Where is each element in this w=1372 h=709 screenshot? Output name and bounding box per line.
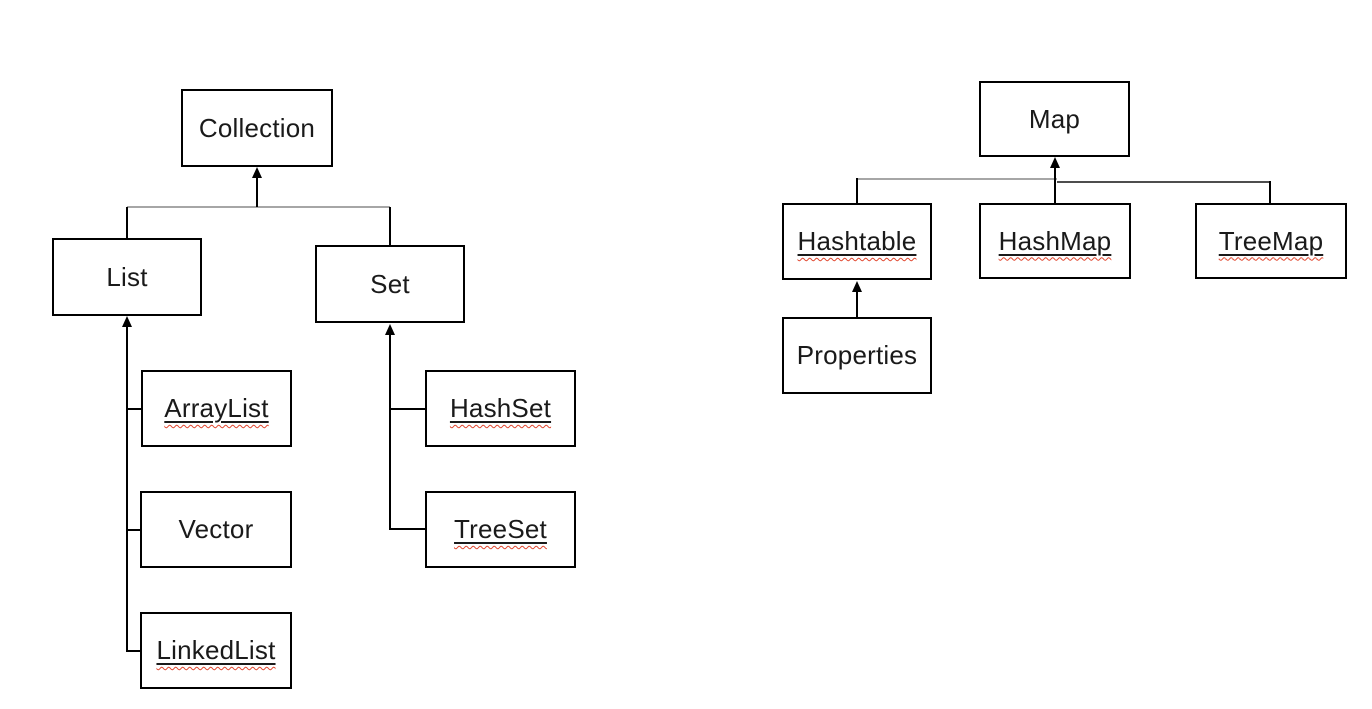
node-hashtable-label: Hashtable bbox=[798, 226, 917, 257]
connector-map-bus-right bbox=[1057, 181, 1271, 183]
node-linkedlist-text: LinkedList bbox=[156, 635, 276, 665]
arrowhead-to-hashtable bbox=[852, 281, 862, 292]
arrowhead-to-collection bbox=[252, 167, 262, 178]
node-hashset-text: HashSet bbox=[449, 393, 552, 423]
node-hashmap-text: HashMap bbox=[998, 225, 1112, 256]
connector-collection-arrow-shaft bbox=[256, 178, 258, 207]
connector-list-children-trunk bbox=[126, 327, 128, 652]
connector-trunk-to-linkedlist bbox=[127, 650, 140, 652]
node-list-label: List bbox=[106, 261, 148, 292]
connector-properties-to-hashtable bbox=[856, 292, 858, 317]
connector-trunk-to-treeset bbox=[390, 528, 425, 530]
connector-trunk-to-vector bbox=[127, 529, 140, 531]
connector-set-children-trunk bbox=[389, 335, 391, 530]
arrowhead-to-set bbox=[385, 324, 395, 335]
node-linkedlist-label: LinkedList bbox=[156, 635, 275, 666]
arrowhead-to-list bbox=[122, 316, 132, 327]
node-map-label: Map bbox=[1028, 103, 1081, 134]
node-hashtable-text: Hashtable bbox=[797, 226, 917, 256]
node-treeset-text: TreeSet bbox=[454, 514, 547, 544]
connector-bus-to-list bbox=[126, 207, 128, 238]
connector-trunk-to-hashset bbox=[390, 408, 425, 410]
node-arraylist-label: ArrayList bbox=[164, 393, 268, 424]
connector-bus-to-treemap bbox=[1269, 181, 1271, 203]
connector-bus-to-set bbox=[389, 207, 391, 245]
node-map: Map bbox=[979, 81, 1130, 157]
node-treemap: TreeMap bbox=[1195, 203, 1347, 279]
connector-map-bus-left bbox=[857, 178, 1057, 180]
node-properties: Properties bbox=[782, 317, 932, 394]
connector-bus-to-hashtable bbox=[856, 178, 858, 204]
node-hashset: HashSet bbox=[425, 370, 576, 447]
node-treeset-label: TreeSet bbox=[454, 514, 547, 545]
node-hashmap-label: HashMap bbox=[999, 226, 1112, 257]
node-vector: Vector bbox=[140, 491, 292, 568]
connector-trunk-to-arraylist bbox=[127, 408, 141, 410]
connector-hashmap-to-map bbox=[1054, 168, 1056, 203]
node-arraylist-text: ArrayList bbox=[164, 393, 269, 423]
node-collection: Collection bbox=[181, 89, 333, 167]
connector-collection-children-bus bbox=[127, 206, 390, 208]
node-linkedlist: LinkedList bbox=[140, 612, 292, 689]
node-set-label: Set bbox=[370, 268, 410, 299]
node-treemap-label: TreeMap bbox=[1219, 226, 1323, 257]
node-set: Set bbox=[315, 245, 465, 323]
node-vector-label: Vector bbox=[178, 514, 254, 544]
node-hashmap: HashMap bbox=[979, 203, 1131, 279]
node-arraylist: ArrayList bbox=[141, 370, 292, 447]
node-collection-label: Collection bbox=[198, 112, 316, 143]
node-treeset: TreeSet bbox=[425, 491, 576, 568]
node-properties-label: Properties bbox=[796, 340, 918, 370]
node-hashset-label: HashSet bbox=[450, 393, 551, 424]
arrowhead-to-map bbox=[1050, 157, 1060, 168]
node-treemap-text: TreeMap bbox=[1218, 225, 1324, 256]
node-hashtable: Hashtable bbox=[782, 203, 932, 280]
node-list: List bbox=[52, 238, 202, 316]
